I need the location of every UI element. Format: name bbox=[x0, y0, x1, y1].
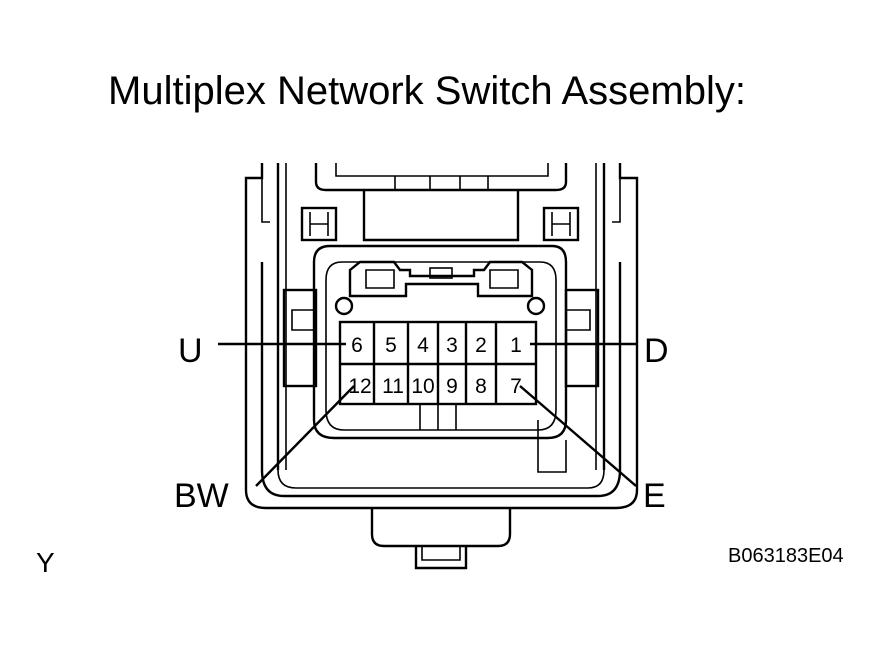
wire-label-bw: BW bbox=[174, 477, 229, 515]
corner-letter: Y bbox=[36, 547, 55, 578]
pin-3: 3 bbox=[446, 334, 458, 357]
pin-2: 2 bbox=[475, 334, 487, 357]
wire-label-e: E bbox=[643, 477, 666, 515]
pin-grid bbox=[338, 320, 538, 406]
pin-5: 5 bbox=[385, 334, 397, 357]
pin-8: 8 bbox=[475, 375, 487, 398]
wire-label-u: U bbox=[178, 332, 203, 370]
pin-7: 7 bbox=[510, 375, 522, 398]
wire-label-d: D bbox=[644, 332, 669, 370]
pin-1: 1 bbox=[510, 334, 522, 357]
pin-9: 9 bbox=[446, 375, 458, 398]
pin-11: 11 bbox=[382, 375, 404, 398]
figure-code: B063183E04 bbox=[728, 545, 844, 567]
pin-row-bottom: 12 11 10 9 8 7 bbox=[348, 375, 522, 398]
diagram-title: Multiplex Network Switch Assembly: bbox=[108, 69, 746, 113]
pin-10: 10 bbox=[411, 375, 434, 398]
pin-6: 6 bbox=[351, 334, 363, 357]
leader-e bbox=[519, 385, 637, 487]
pin-4: 4 bbox=[417, 334, 429, 357]
switch-housing bbox=[244, 163, 639, 570]
leader-bw bbox=[255, 385, 355, 487]
pin-row-top: 6 5 4 3 2 1 bbox=[351, 334, 522, 357]
pin-12: 12 bbox=[348, 375, 371, 398]
leader-lines bbox=[218, 342, 638, 487]
